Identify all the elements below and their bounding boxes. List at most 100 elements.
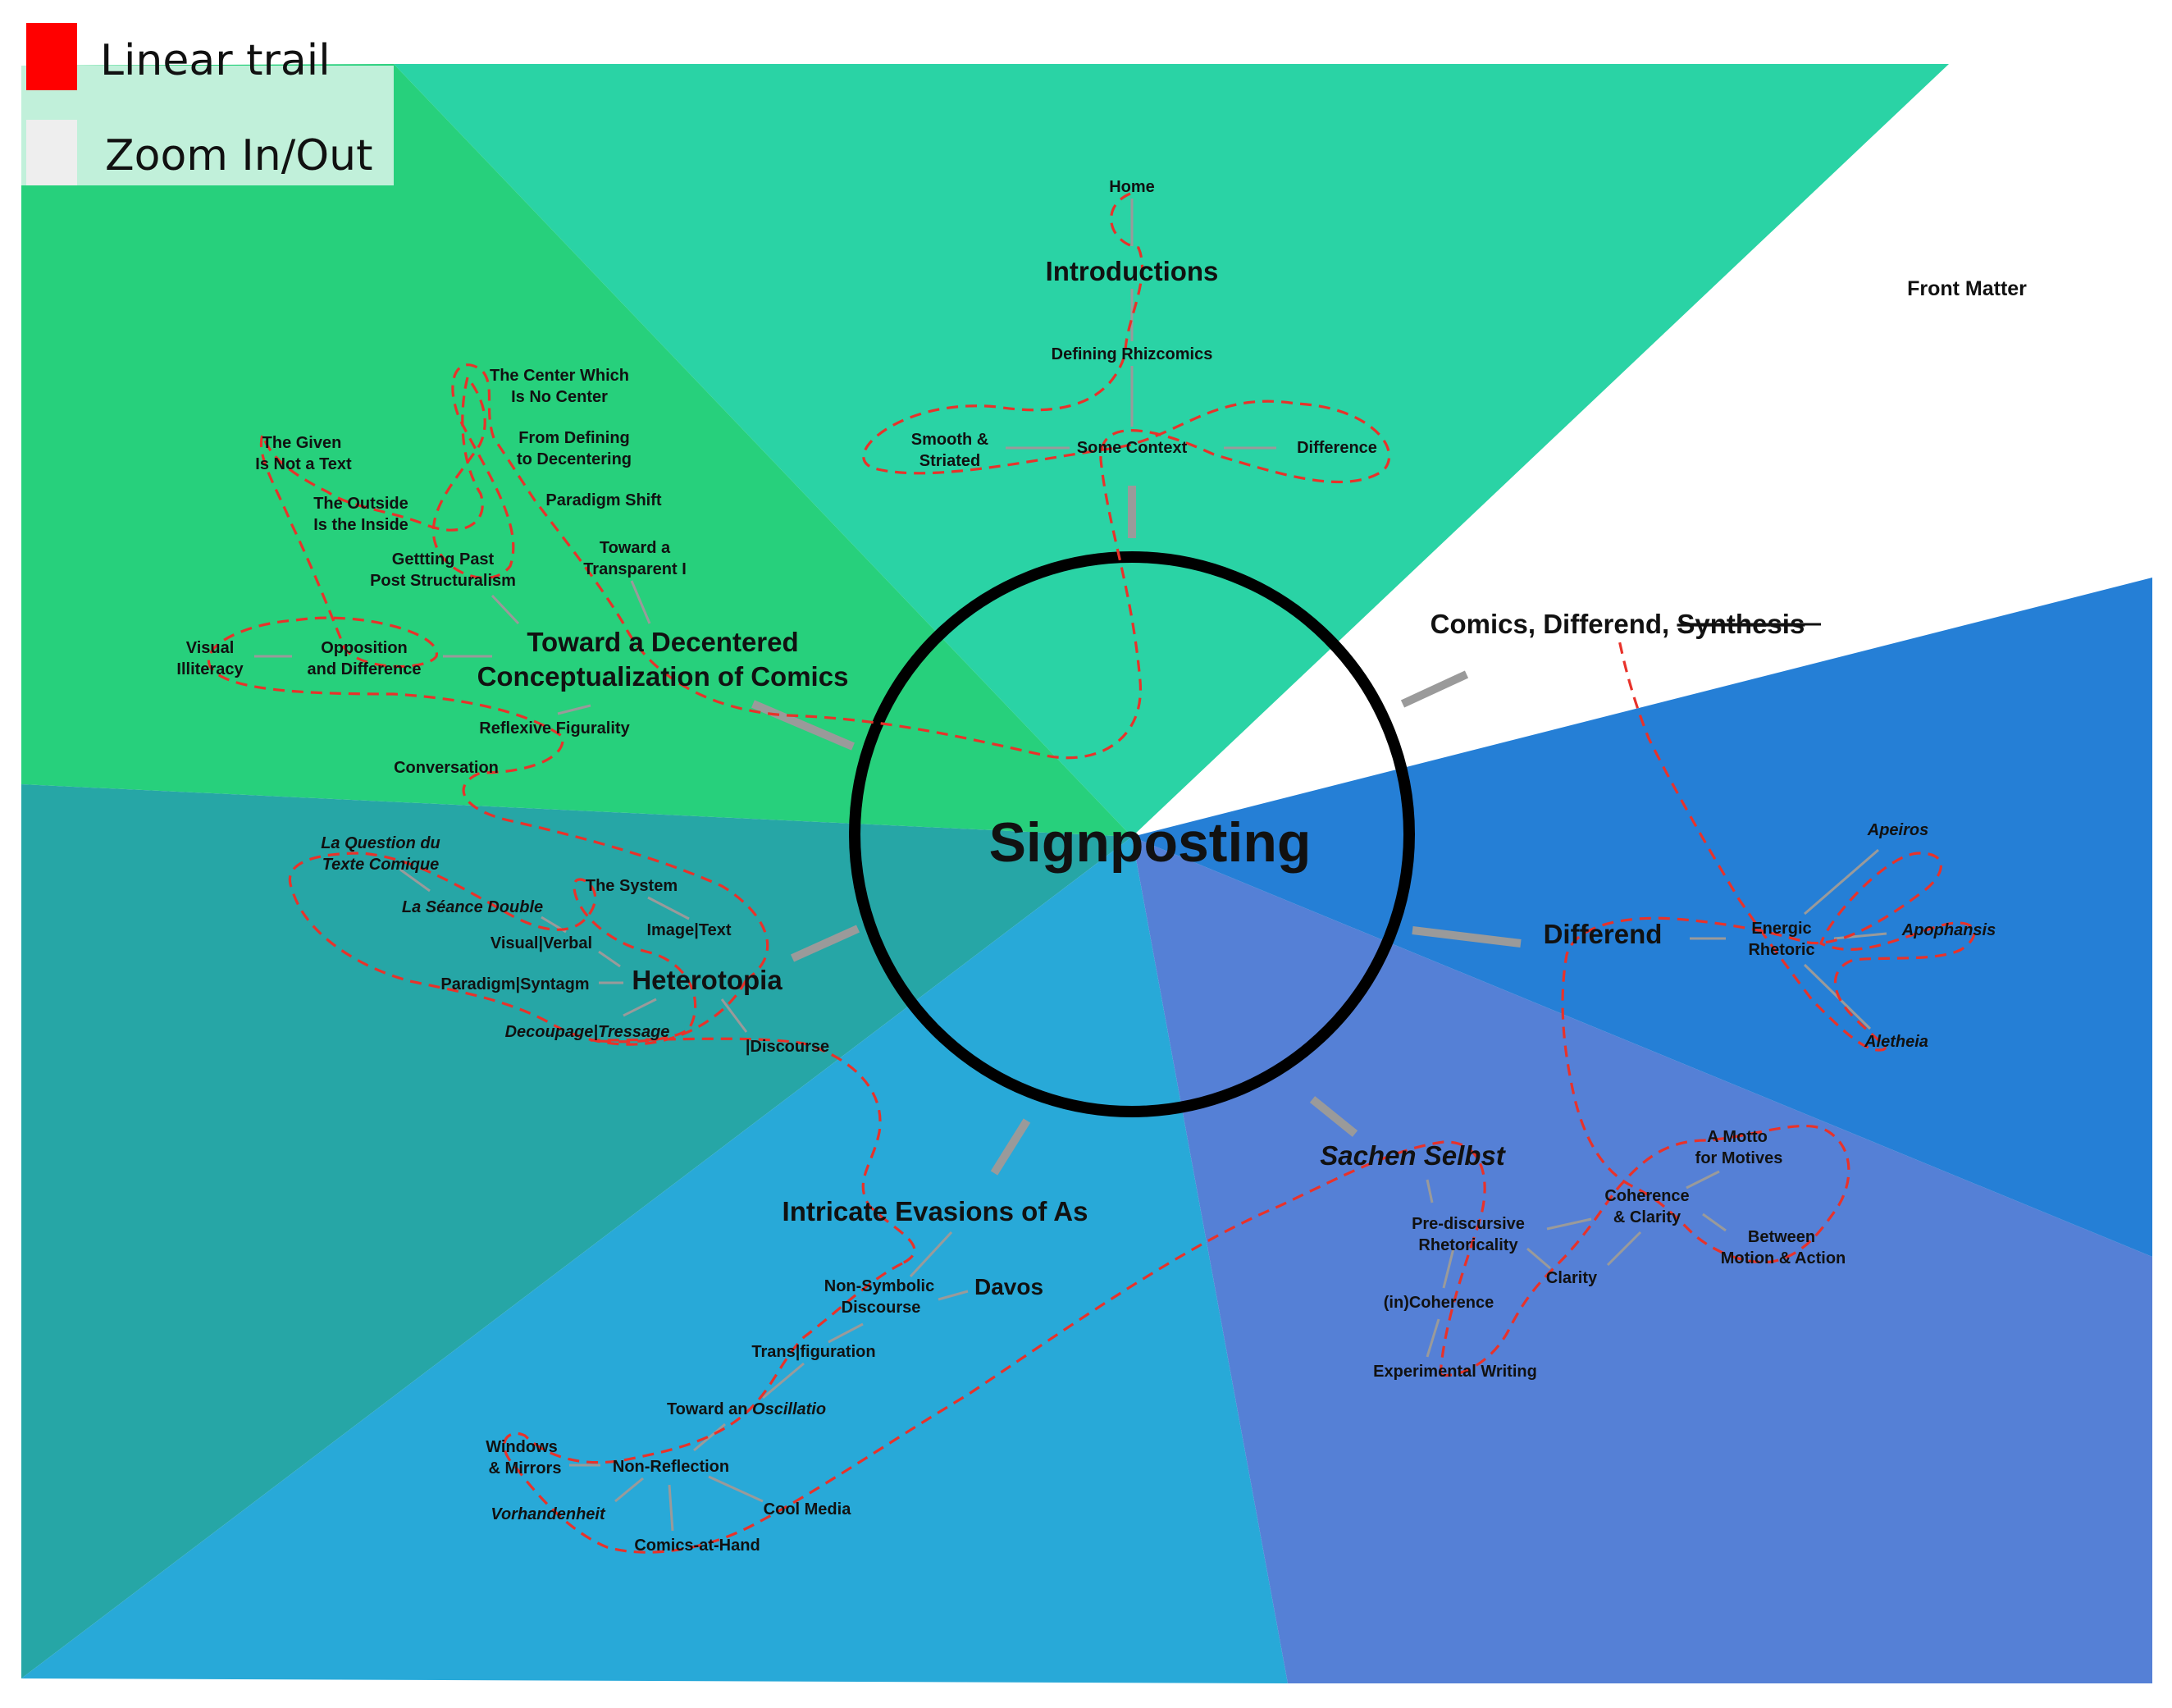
node-prediscursive-1[interactable]: Pre-discursive [1412,1215,1525,1233]
node-apophansis[interactable]: Apophansis [1901,921,1996,939]
node-experimental[interactable]: Experimental Writing [1373,1363,1537,1381]
legend: Linear trail Zoom In/Out [21,0,394,185]
node-visual-1[interactable]: Visual [186,639,235,657]
node-reflexive-figurality[interactable]: Reflexive Figurality [479,719,630,738]
node-question-2[interactable]: Texte Comique [322,856,440,874]
node-cool-media[interactable]: Cool Media [764,1500,852,1518]
node-windows-2[interactable]: & Mirrors [489,1459,562,1477]
sachen-selbst-label[interactable]: Sachen Selbst [1320,1140,1507,1171]
node-prediscursive-2[interactable]: Rhetoricality [1418,1236,1518,1254]
link-transparent-decentered [630,580,651,624]
link-nonsymbolic-davos [938,1290,969,1301]
node-given-1[interactable]: The Given [262,434,342,452]
intricate-evasions-label[interactable]: Intricate Evasions of As [783,1196,1088,1226]
node-decoupage[interactable]: Decoupage|Tressage [505,1023,670,1041]
node-defining-rhizcomics[interactable]: Defining Rhizcomics [1052,345,1213,363]
decentered-label-line2[interactable]: Conceptualization of Comics [477,661,849,692]
node-coherence-2[interactable]: & Clarity [1613,1208,1681,1226]
introductions-nodes: Home Defining Rhizcomics Smooth & Striat… [911,178,1377,470]
node-nonsymbolic-1[interactable]: Non-Symbolic [824,1277,934,1295]
node-motto-2[interactable]: for Motives [1695,1149,1783,1167]
link-prediscursive-coherence [1546,1217,1592,1231]
heterotopia-label[interactable]: Heterotopia [632,965,783,995]
front-matter-wedge[interactable] [394,64,1949,837]
node-gettting-1[interactable]: Gettting Past [392,550,495,569]
node-between-1[interactable]: Between [1748,1228,1815,1246]
node-clarity[interactable]: Clarity [1546,1269,1598,1287]
node-difference[interactable]: Difference [1297,439,1377,457]
node-transfiguration[interactable]: Trans|figuration [751,1343,875,1361]
differend-wedge[interactable] [1132,578,2152,1257]
node-question-1[interactable]: La Question du [321,834,440,852]
legend-linear-trail-swatch[interactable] [26,23,77,90]
node-smooth-striated-2[interactable]: Striated [919,452,980,470]
node-image-text[interactable]: Image|Text [646,921,731,939]
node-incoherence[interactable]: (in)Coherence [1384,1294,1494,1312]
node-paradigm-shift[interactable]: Paradigm Shift [545,491,661,509]
link-prediscursive-incoherence [1442,1248,1455,1289]
legend-zoom-swatch[interactable] [26,120,77,185]
node-motto-1[interactable]: A Motto [1707,1128,1768,1146]
node-transparent-1[interactable]: Toward a [600,539,671,557]
node-visual-2[interactable]: Illiteracy [176,660,244,678]
hub-label[interactable]: Signposting [989,811,1312,874]
node-between-2[interactable]: Motion & Action [1721,1249,1846,1267]
node-defining-2[interactable]: to Decentering [517,450,632,468]
heterotopia-wedge[interactable] [21,784,1132,1678]
node-conversation[interactable]: Conversation [394,759,499,777]
node-visual-verbal[interactable]: Visual|Verbal [491,934,592,952]
signposting-hub-ring[interactable] [849,551,1415,1117]
node-apeiros[interactable]: Apeiros [1867,821,1928,839]
node-nonsymbolic-2[interactable]: Discourse [842,1299,921,1317]
decentered-label-line1[interactable]: Toward a Decentered [527,627,798,657]
node-opposition-1[interactable]: Opposition [321,639,408,657]
spoke-decentered [751,700,855,751]
node-smooth-striated-1[interactable]: Smooth & [911,431,988,449]
front-matter-label[interactable]: Front Matter [1907,277,2027,300]
node-transparent-2[interactable]: Transparent I [583,560,687,578]
node-outside-1[interactable]: The Outside [313,495,408,513]
spoke-differend [1412,926,1522,948]
node-links [254,199,1887,1532]
node-windows-1[interactable]: Windows [486,1438,558,1456]
legend-linear-trail-label[interactable]: Linear trail [100,36,331,85]
node-paradigm-syntagm[interactable]: Paradigm|Syntagm [440,975,589,993]
node-davos[interactable]: Davos [974,1274,1043,1299]
node-center-1[interactable]: The Center Which [490,367,629,385]
differend-label[interactable]: Differend [1544,919,1663,949]
link-visualverbal-heterotopia [598,950,621,968]
node-aletheia[interactable]: Aletheia [1864,1033,1928,1051]
differend-nodes: Energic Rhetoric Apeiros Apophansis Alet… [1748,821,1996,1051]
legend-zoom-label[interactable]: Zoom In/Out [105,131,373,180]
node-nonreflection[interactable]: Non-Reflection [613,1458,729,1476]
spoke-sachen [1309,1096,1358,1137]
node-discourse[interactable]: |Discourse [746,1038,829,1056]
node-the-system[interactable]: The System [586,877,678,895]
legend-zoom-backdrop [21,66,394,185]
link-gettting-decentered [491,594,520,625]
sachen-wedge[interactable] [1132,837,2152,1683]
node-gettting-2[interactable]: Post Structuralism [370,572,516,590]
spoke-evasions [990,1118,1031,1176]
node-defining-1[interactable]: From Defining [518,429,630,447]
node-seance-double[interactable]: La Séance Double [402,898,543,916]
link-coherence-between [1702,1212,1727,1232]
node-oscillatio[interactable]: Toward an Oscillatio [667,1400,826,1418]
node-given-2[interactable]: Is Not a Text [255,455,352,473]
node-comics-at-hand[interactable]: Comics-at-Hand [634,1537,760,1555]
link-sachen-prediscursive [1426,1179,1434,1203]
decentered-wedge[interactable] [21,64,1132,837]
node-energic-2[interactable]: Rhetoric [1748,941,1814,959]
introductions-label[interactable]: Introductions [1046,256,1219,286]
node-vorhandenheit[interactable]: Vorhandenheit [491,1505,606,1523]
node-outside-2[interactable]: Is the Inside [313,516,408,534]
node-home[interactable]: Home [1109,178,1155,196]
node-opposition-2[interactable]: and Difference [308,660,422,678]
node-center-2[interactable]: Is No Center [511,388,608,406]
node-some-context[interactable]: Some Context [1077,439,1188,457]
sachen-nodes: A Motto for Motives Coherence & Clarity … [1373,1128,1846,1381]
node-energic-1[interactable]: Energic [1751,920,1811,938]
node-coherence-1[interactable]: Coherence [1604,1187,1689,1205]
evasions-wedge[interactable] [21,837,1288,1683]
